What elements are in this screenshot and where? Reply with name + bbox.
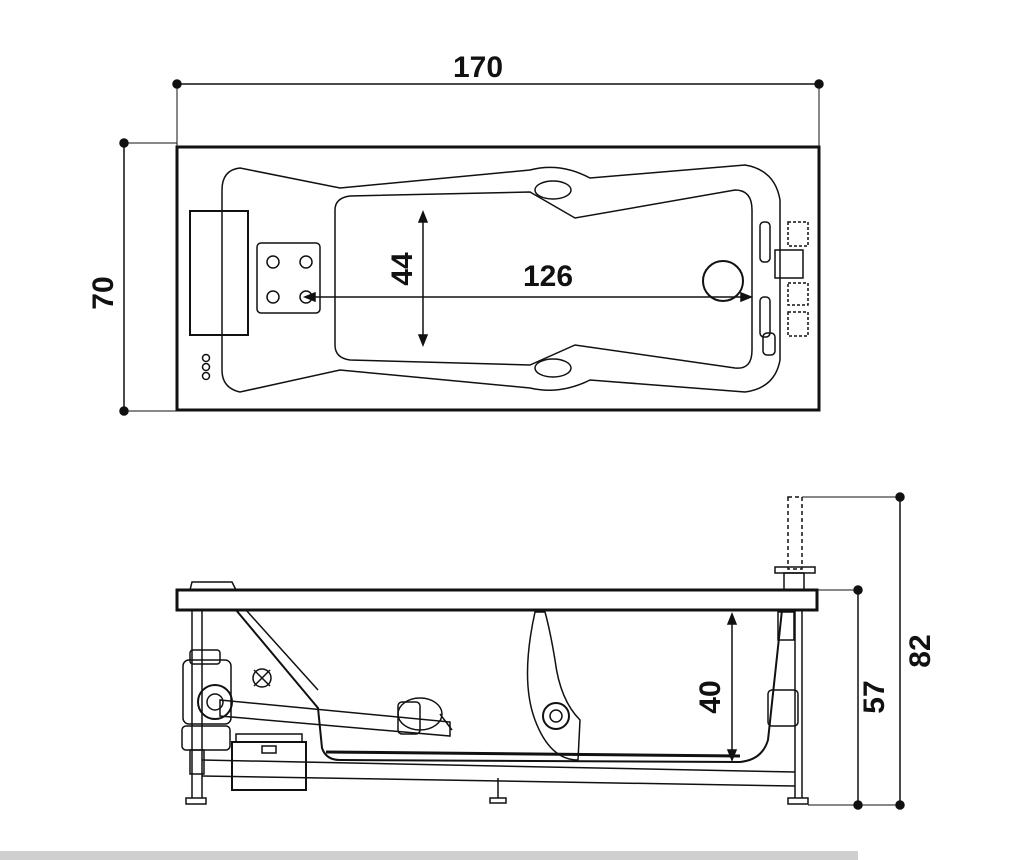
dimension-endpoint <box>895 800 905 810</box>
jet-plate <box>256 242 321 314</box>
fitting-icon <box>774 249 804 279</box>
fitting-icon <box>759 296 771 338</box>
control-box <box>231 741 307 791</box>
valve-icon <box>252 668 272 688</box>
headrest-pillow <box>189 210 249 336</box>
pump-housing <box>182 659 232 725</box>
dimension-label-44: 44 <box>386 252 419 286</box>
dimension-label-40: 40 <box>694 680 727 713</box>
dimension-label-82: 82 <box>904 634 937 667</box>
fitting-icon <box>787 221 809 247</box>
dimension-endpoint <box>853 585 863 595</box>
tub-inner-wall <box>245 609 319 691</box>
dimension-endpoint <box>119 406 129 416</box>
side-view <box>175 496 819 805</box>
side-jet-bottom <box>534 358 572 378</box>
jet-icon <box>266 255 280 269</box>
side-jet-icon <box>542 702 570 730</box>
control-button-icon <box>201 353 211 363</box>
jet-icon <box>266 290 280 304</box>
tub-rim-outline <box>175 145 821 412</box>
side-jet-housing <box>526 611 581 761</box>
dimension-endpoint <box>172 79 182 89</box>
dimension-label-57: 57 <box>858 680 891 713</box>
dimension-endpoint <box>814 79 824 89</box>
faucet-body <box>783 572 805 591</box>
side-dimension-lines <box>726 492 905 810</box>
pipe <box>219 699 451 737</box>
faucet-overflow <box>777 611 795 641</box>
dimension-endpoint <box>119 138 129 148</box>
fitting-icon <box>762 332 776 356</box>
drain-icon <box>702 260 744 302</box>
control-box-side <box>181 725 231 751</box>
bottom-scroll-bar <box>0 851 858 860</box>
frame-foot <box>185 797 207 805</box>
frame-rail <box>201 759 796 773</box>
drain-fitting <box>767 689 799 727</box>
dimension-label-170: 170 <box>453 51 503 84</box>
top-dimension-lines <box>119 79 824 416</box>
side-headrest <box>189 581 237 591</box>
dimension-endpoint <box>895 492 905 502</box>
pump-icon <box>197 684 233 720</box>
fitting-icon <box>759 221 771 263</box>
fitting-icon <box>787 311 809 337</box>
basin-outer-outline <box>221 164 781 393</box>
control-button-icon <box>201 371 211 381</box>
tub-bottom <box>325 750 741 758</box>
basin-inner-outline <box>334 189 753 369</box>
frame-foot <box>787 797 809 805</box>
dimension-label-70: 70 <box>87 276 120 309</box>
control-button-icon <box>201 362 211 372</box>
faucet-column <box>787 496 803 570</box>
side-jet-top <box>534 180 572 200</box>
dimension-label-126: 126 <box>523 260 573 293</box>
frame-foot <box>489 797 507 804</box>
jet-icon <box>299 255 313 269</box>
fitting-icon <box>787 282 809 306</box>
faucet-body <box>774 566 816 574</box>
tub-body <box>235 609 783 764</box>
top-view <box>175 145 821 412</box>
frame-rail <box>201 775 796 787</box>
side-rim <box>175 588 819 612</box>
